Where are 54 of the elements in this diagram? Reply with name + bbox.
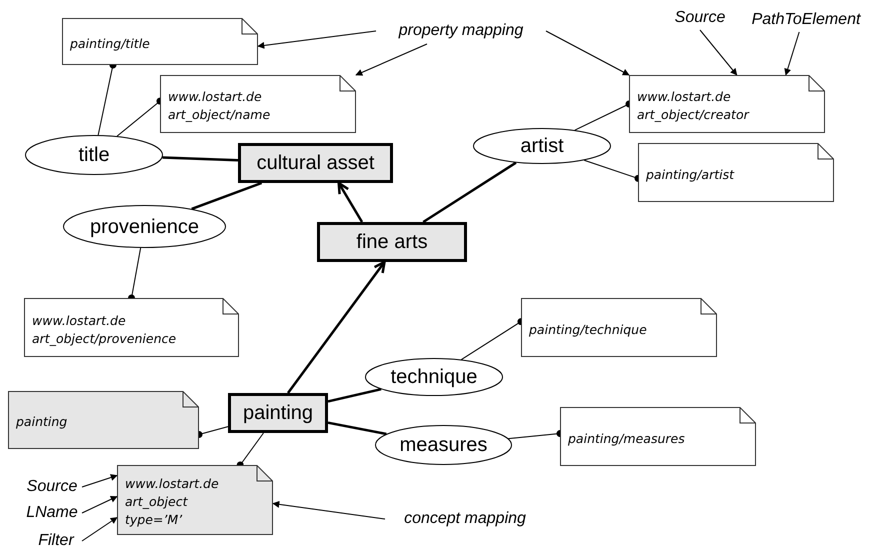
note-card xyxy=(117,465,273,535)
property-ellipse: measures xyxy=(375,425,512,465)
concept-box: fine arts xyxy=(317,222,467,262)
annotation-label: Source xyxy=(22,476,82,498)
note-card xyxy=(8,391,199,449)
property-ellipse: title xyxy=(25,135,163,175)
note-text: painting/measures xyxy=(568,430,685,448)
note-text: www.lostart.de xyxy=(32,312,126,330)
annotation-label: property mapping xyxy=(376,18,546,44)
concept-box: cultural asset xyxy=(238,143,393,183)
arrow xyxy=(784,32,800,76)
arrow xyxy=(287,260,386,394)
note-text: painting xyxy=(16,413,68,431)
annotation-label: Source xyxy=(668,6,732,30)
property-ellipse: technique xyxy=(365,358,503,396)
annotation-label: concept mapping xyxy=(385,506,545,532)
note-text: painting/artist xyxy=(646,166,734,184)
note-text: art_object/name xyxy=(168,106,270,124)
connector-line xyxy=(162,156,238,162)
arrow xyxy=(82,517,118,542)
note-text: painting/title xyxy=(70,34,150,52)
arrow xyxy=(82,474,118,488)
concept-box: painting xyxy=(228,393,328,433)
note-text: art_object/creator xyxy=(637,106,749,124)
annotation-label: Filter xyxy=(30,530,82,552)
note-text: art_object/provenience xyxy=(32,330,176,348)
note-text: www.lostart.de xyxy=(168,88,262,106)
property-ellipse: provenience xyxy=(63,205,226,248)
note-text: type=’M’ xyxy=(125,511,182,529)
note-card xyxy=(160,75,356,133)
arrow xyxy=(355,44,428,76)
note-card xyxy=(638,143,834,202)
property-ellipse: artist xyxy=(473,128,611,164)
arrow xyxy=(257,30,376,49)
annotation-label: PathToElement xyxy=(738,8,874,32)
note-text: art_object xyxy=(125,493,188,511)
note-text: www.lostart.de xyxy=(125,475,219,493)
arrow xyxy=(546,30,630,76)
note-card xyxy=(24,298,239,357)
arrow xyxy=(338,182,364,223)
connector-line xyxy=(422,162,517,224)
note-card xyxy=(62,18,258,65)
annotation-label: LName xyxy=(22,502,82,524)
arrow xyxy=(272,500,386,520)
arrow xyxy=(700,30,738,76)
note-text: www.lostart.de xyxy=(637,88,731,106)
arrow xyxy=(82,496,118,514)
connector-line xyxy=(328,388,382,403)
note-text: painting/technique xyxy=(529,320,647,338)
connector-line xyxy=(191,182,262,210)
connector-line xyxy=(328,421,387,436)
note-card xyxy=(560,407,756,466)
note-card xyxy=(629,75,825,133)
note-card xyxy=(521,298,717,357)
